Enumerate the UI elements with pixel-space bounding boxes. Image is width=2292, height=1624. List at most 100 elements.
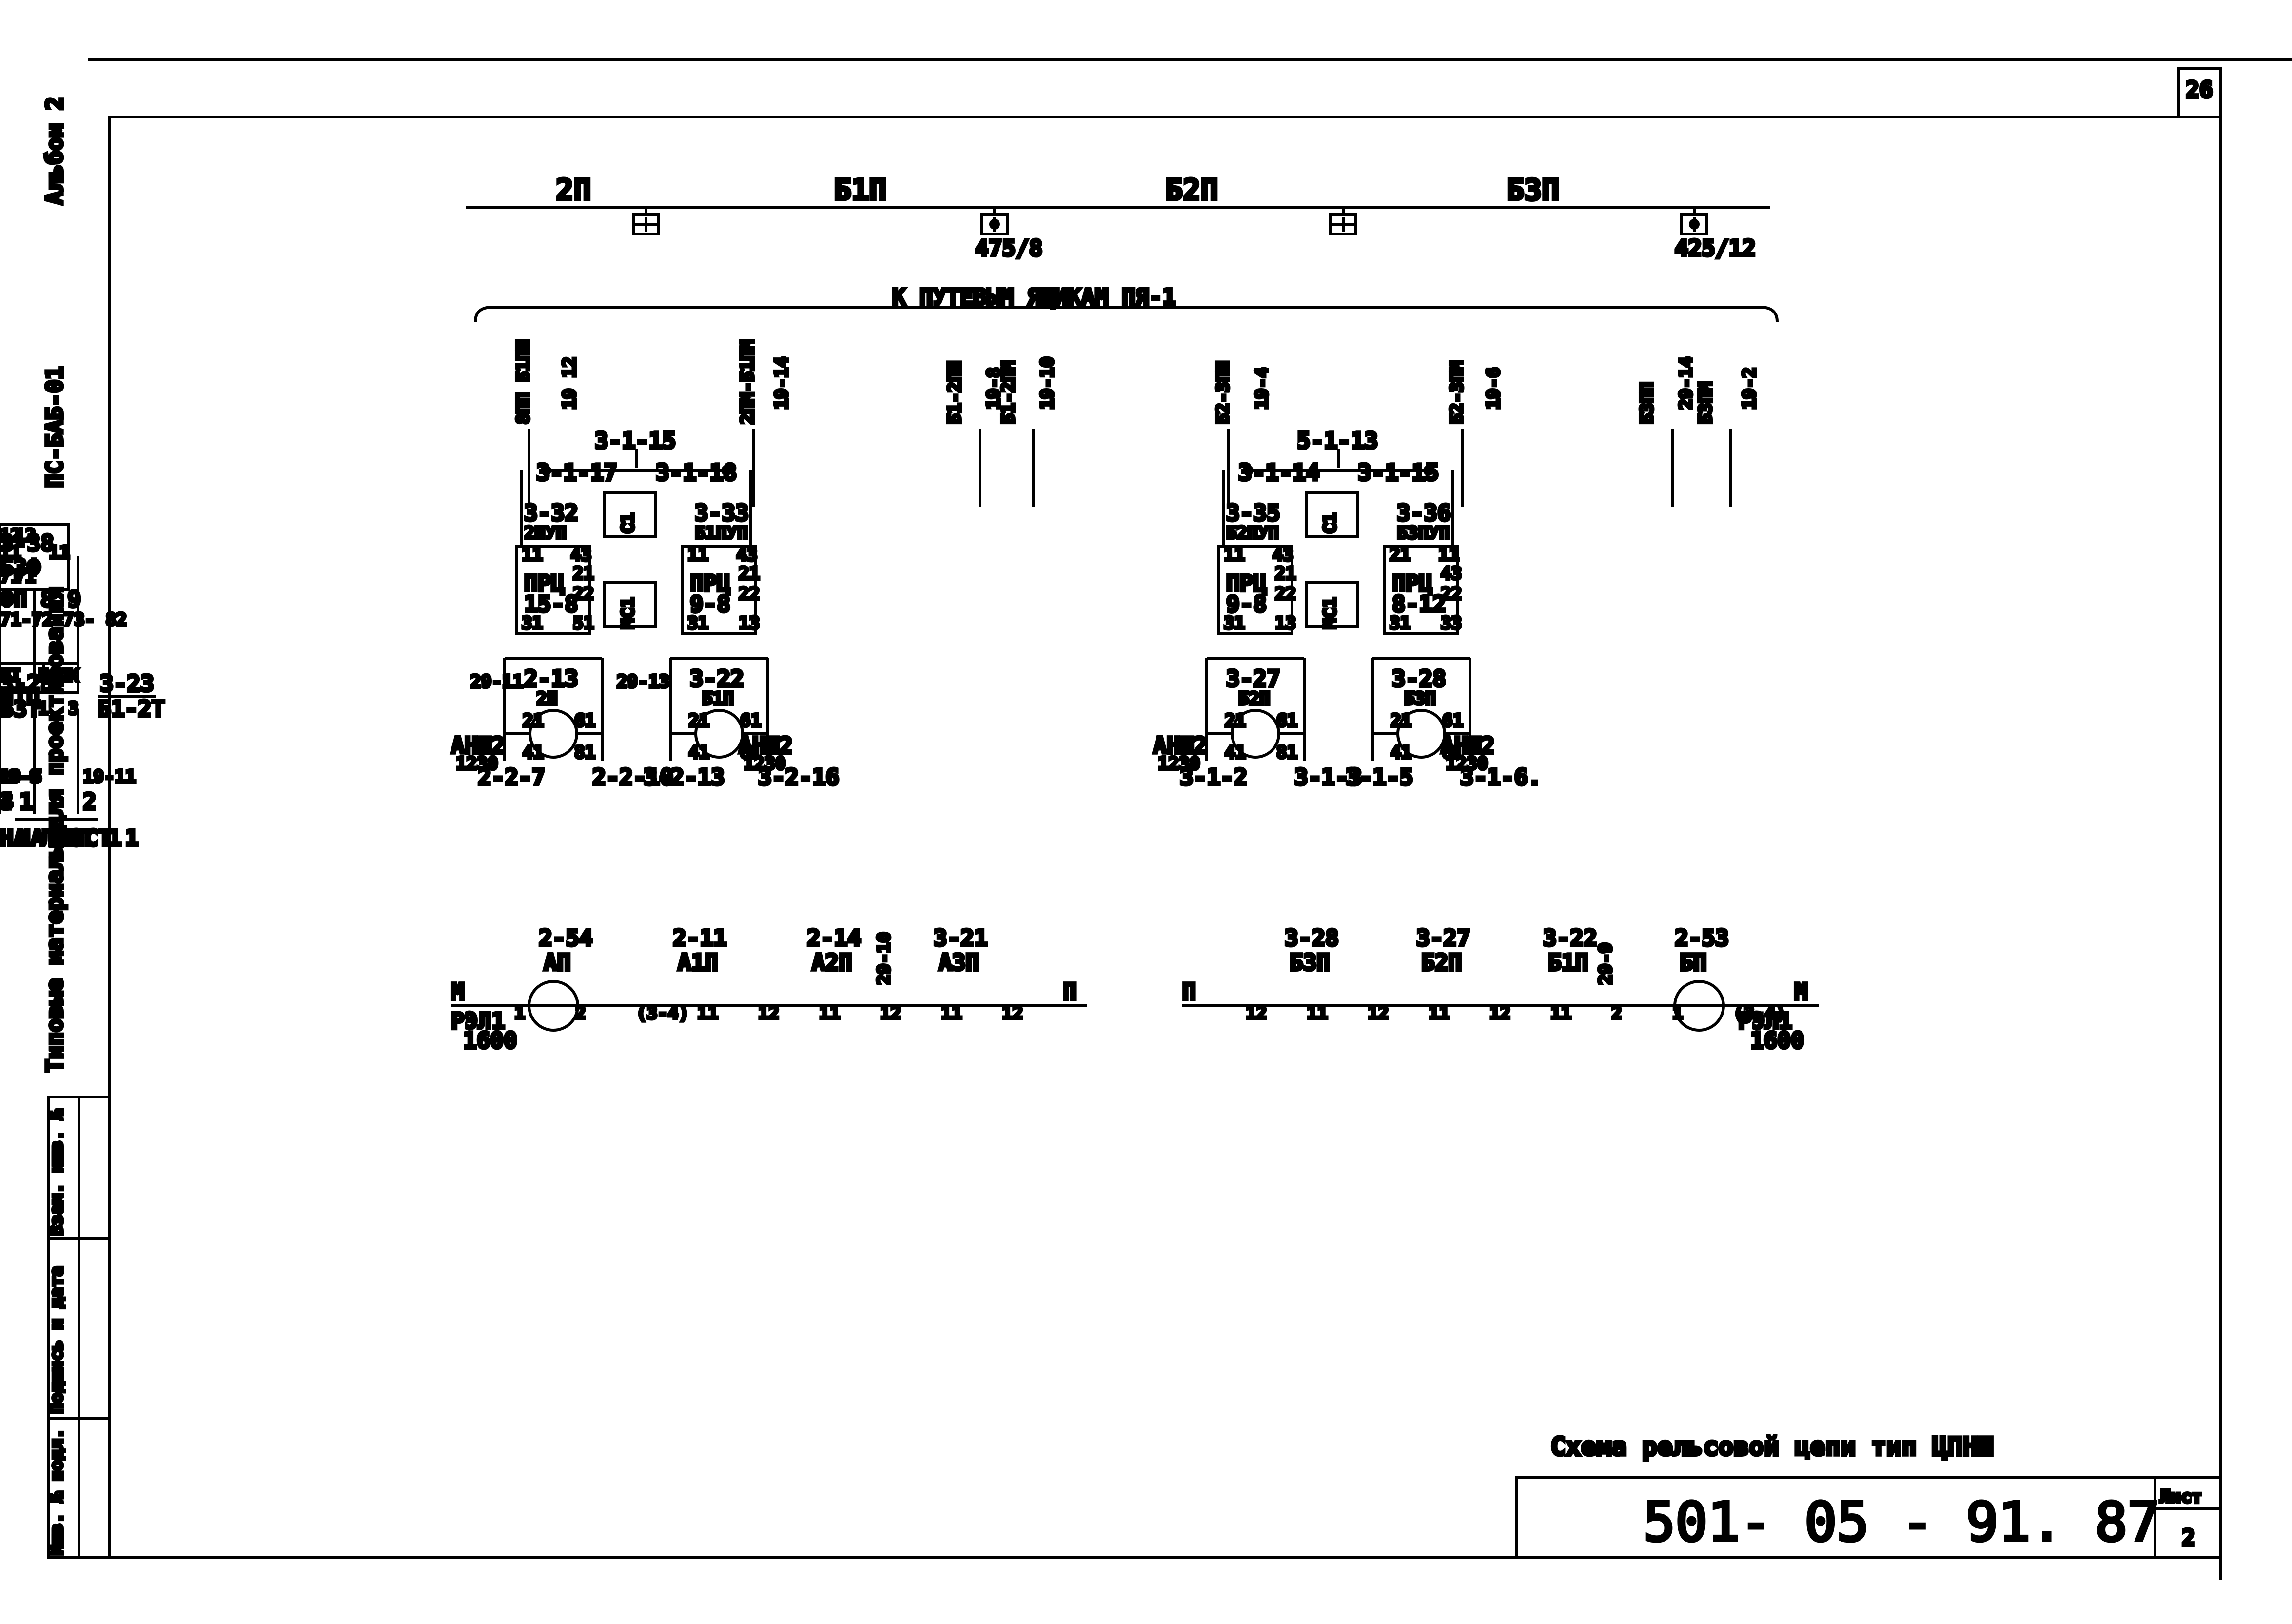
rail-end-label: П [1063,978,1077,1005]
relay-number: 9-8 [1226,591,1267,617]
rail-terminal: 1 [1672,1003,1683,1023]
rail-terminal: 12 [1002,1003,1023,1023]
relay-terminal: 21 [1275,564,1296,584]
stamp-sign-label: Подпись и дата [47,1266,67,1414]
relay-terminal: 43 [1273,545,1293,565]
track-relay-name: Б1П [702,689,734,709]
terminal-label: 3-1-15 [1358,459,1439,486]
terminal-label: 3-1-5 [1346,764,1413,790]
side-title: Типовые материалы для проектирования [41,587,68,1073]
relay-type: ПРЦ [1392,570,1432,596]
rail-element-number: 3-28 [1285,925,1339,951]
cable-box [603,491,657,538]
transformer-terminal: 3 [0,699,11,719]
relay-terminal: 31 [1224,613,1245,633]
cable-label: 19-4 [1252,367,1272,410]
signal-label: 425/12 [1675,235,1756,261]
cable-label: 2ПМ-Б1ПМ [738,340,758,424]
fuse-label: 71-72-73- 82 [0,610,127,630]
coil-terminal: 61 [1276,711,1297,731]
transformer-type: АНШ2 [739,732,793,759]
rail-terminal: 12 [1368,1003,1389,1023]
transformer-rating: 1230 [1158,754,1200,774]
rail-terminal: 11 [697,1003,718,1023]
relay-terminal: 31 [687,613,708,633]
terminal-label: 3-1-18 [656,459,737,486]
terminal-label: 5-1-13 [1297,428,1378,454]
rail-relay-coil-icon [528,980,579,1032]
rail-relay-rating: 1600 [1750,1027,1804,1054]
cable-box [1305,581,1359,628]
rail-element-number: 2-53 [1675,925,1729,951]
rail-element-name: БП [1680,949,1706,976]
coil-terminal: 81 [740,743,761,763]
cable-label: 19-2 [1740,367,1760,410]
rail-terminal: 11 [1429,1003,1450,1023]
repeater-name: Б3Ф [0,554,40,581]
terminal-label: 2-2-7 [478,764,545,790]
terminal-label: 3-1-15 [595,428,676,454]
fuse-label: ФП 8,9 [0,586,3,612]
relay-terminal: 22 [573,584,594,604]
relay-type: ПРЦ [1226,570,1267,596]
junction-dot [541,465,551,476]
relay-type: ПРЦ [524,570,565,596]
rail-terminal: 11 [819,1003,840,1023]
filter-terminal: 12 [0,526,21,546]
repeater-number: 3-33 [695,500,749,526]
repeater-relay-box [1217,545,1293,635]
track-relay-name: 2П [536,689,557,709]
relay-terminal: 13 [1275,613,1296,633]
terminal-label: 3 [0,788,14,815]
terminal-label: 3-1-14 [1238,459,1319,486]
track-relay-number: 3-28 [1392,665,1446,692]
rail-terminal: 12 [1489,1003,1510,1023]
transformer-terminal: II [0,666,21,686]
cable-label: МС1 [618,597,638,629]
track-section-label: Б3П [1507,173,1559,207]
relay-terminal: 31 [1390,613,1410,633]
cable-label: 19-6 [1484,367,1504,410]
rail-terminal: 12 [758,1003,779,1023]
rail-terminal: 12 [880,1003,901,1023]
rail-end-label: П [1182,978,1196,1005]
rail-end-label: М [451,978,465,1005]
cable-box [603,581,657,628]
transformer-rating: 1230 [744,754,786,774]
cable-label: С1 [618,513,638,534]
rail-element-number: 3-21 [934,925,988,951]
track-section-label: 2П [556,173,591,207]
repeater-number: 3-35 [1226,500,1280,526]
coil-terminal: 81 [574,743,595,763]
relay-terminal: 22 [1275,584,1296,604]
transformer-terminal: К [68,666,79,686]
insulating-transformer-icon [0,662,45,694]
repeater-number: 3-38 [0,530,54,556]
transformer-terminal: Н [0,666,11,686]
rail-end-label: М [1794,978,1808,1005]
coil-terminal: 41 [523,743,544,763]
track-relay-number: 2-13 [524,665,578,692]
terminal-label: 3-1-17 [536,459,617,486]
cable-label: МС1 [1320,597,1340,629]
cable-label: 19-14 [772,357,792,410]
coil-terminal: 41 [1225,743,1246,763]
transformer-terminal: 1 [38,699,49,719]
terminal-label: 3-1-2 [1180,764,1247,790]
filter-terminal: 11 [0,543,21,563]
coil-terminal: 21 [523,711,544,731]
filter-terminal: 71 [15,567,36,587]
cable-label: 29-14 [1676,357,1696,410]
repeater-name: Б1ПУП [695,523,747,543]
transformer-name: ПТЦ [0,684,40,710]
cable-box [1305,491,1359,538]
coil-terminal: 21 [688,711,709,731]
relay-terminal: 22 [739,584,760,604]
terminal-label: 29-13 [617,672,669,692]
transformer-rating: 1230 [456,754,498,774]
relay-terminal: 21 [739,564,760,584]
relay-terminal: 33 [1441,613,1462,633]
coil-terminal: 81 [1276,743,1297,763]
